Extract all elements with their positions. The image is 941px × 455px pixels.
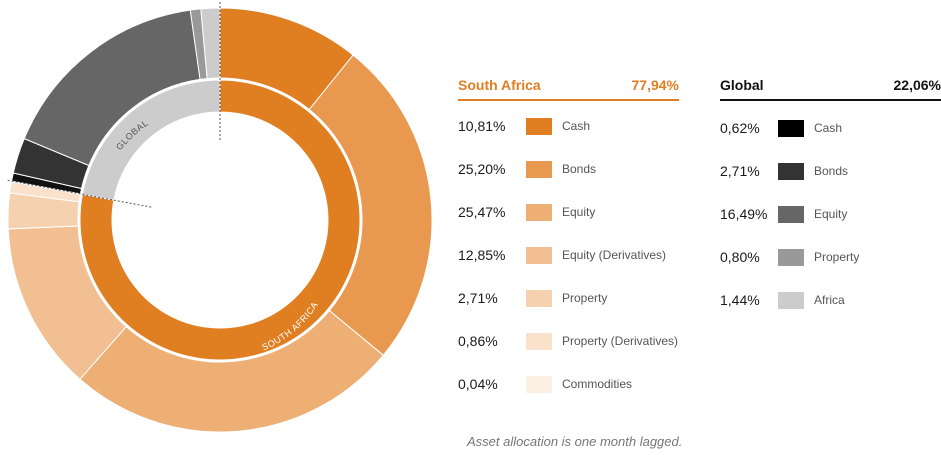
legend-value: 0,86% [458,333,498,349]
legend-label: Property [814,250,860,264]
legend-value: 1,44% [720,292,760,308]
legend-item: 10,81% Cash [458,116,590,136]
legend-south-africa: South Africa 77,94% 10,81% Cash 25,20% B… [458,73,679,393]
legend-label: Cash [562,119,591,133]
separator-line [5,179,152,208]
legend-label: Property [562,291,608,305]
legend-item: 12,85% Equity (Derivatives) [458,245,666,265]
legend-total: 22,06% [893,77,941,93]
slice-south-africa [79,79,361,361]
legend-swatch [778,119,804,137]
legend-value: 12,85% [458,247,506,263]
legend-swatch [526,117,552,135]
slice-south-africa-bonds [308,54,433,356]
legend-swatch [526,332,552,350]
legend-header-south-africa: South Africa 77,94% [458,73,679,101]
separator-lines [5,0,221,208]
legend-swatch [526,289,552,307]
legend-value: 25,47% [458,204,506,220]
legend-item: 0,86% Property (Derivatives) [458,331,678,351]
legend-label: Cash [814,121,843,135]
legend-swatch [526,160,552,178]
legend-label: Bonds [562,162,597,176]
legend-label: Bonds [814,164,849,178]
legend-swatch [526,375,552,393]
legend-value: 16,49% [720,206,768,222]
slice-south-africa-equity [79,309,384,433]
legend-item: 0,80% Property [720,247,859,267]
legend-item: 2,71% Bonds [720,161,848,181]
legend-swatch [778,205,804,223]
legend-item: 0,62% Cash [720,118,842,138]
legend-item: 25,47% Equity [458,202,595,222]
legend-header-global: Global 22,06% [720,73,941,101]
legend-value: 2,71% [720,163,760,179]
legend-swatch [526,203,552,221]
asset-allocation-donut-chart: GLOBAL SOUTH AFRICA [5,0,433,433]
legend-item: 0,04% Commodities [458,374,632,394]
legend-label: Property (Derivatives) [562,334,679,348]
legend-title: South Africa [458,77,541,93]
legend-value: 2,71% [458,290,498,306]
legend-swatch [778,162,804,180]
legend-value: 0,62% [720,120,760,136]
legend-value: 10,81% [458,118,506,134]
legend-swatch [778,248,804,266]
legend-total: 77,94% [631,77,679,93]
legend-label: Equity [562,205,596,219]
legend-swatch [526,246,552,264]
outer-ring [7,7,433,433]
legend-label: Commodities [562,377,633,391]
legend-item: 16,49% Equity [720,204,847,224]
legend-value: 25,20% [458,161,506,177]
legend-global: Global 22,06% 0,62% Cash 2,71% Bonds 16,… [720,73,941,309]
legend-label: Africa [814,293,845,307]
legend-item: 25,20% Bonds [458,159,596,179]
legend-item: 2,71% Property [458,288,607,308]
legend-item: 1,44% Africa [720,290,845,310]
legend-label: Equity (Derivatives) [562,248,667,262]
legend-label: Equity [814,207,848,221]
legend-title: Global [720,77,764,93]
legend-value: 0,04% [458,376,498,392]
legend-value: 0,80% [720,249,760,265]
legend-swatch [778,291,804,309]
footnote: Asset allocation is one month lagged. [467,434,683,449]
